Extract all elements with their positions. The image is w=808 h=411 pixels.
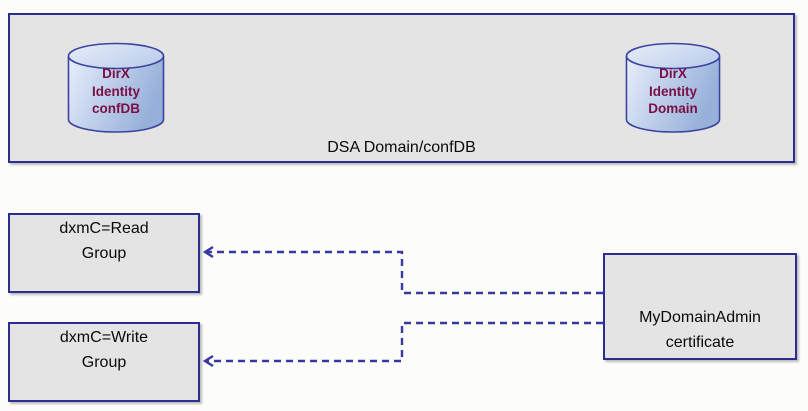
confdb-database-cylinder: DirX Identity confDB <box>67 42 165 134</box>
domain-database-cylinder: DirX Identity Domain <box>625 42 721 134</box>
confdb-cylinder-label: DirX Identity confDB <box>67 65 165 118</box>
domain-label-line: Domain <box>648 101 698 116</box>
confdb-label-line: DirX <box>102 66 130 81</box>
read-group-label-line: dxmC=Read <box>59 220 149 237</box>
write-group-label-line: dxmC=Write <box>59 329 149 346</box>
read-group-box: dxmC=Read Group <box>8 213 200 293</box>
certificate-label-line: MyDomainAdmin <box>639 309 761 326</box>
connector-certificate-to-write-group <box>205 321 603 361</box>
write-group-label-line: Group <box>81 354 127 371</box>
domain-label-line: DirX <box>659 66 687 81</box>
dsa-domain-label: DSA Domain/confDB <box>327 139 476 156</box>
write-group-box: dxmC=Write Group <box>8 322 200 402</box>
database-cylinder-icon <box>67 42 165 133</box>
confdb-label-line: Identity <box>91 83 140 99</box>
confdb-label-line: confDB <box>92 101 140 116</box>
domain-cylinder-label: DirX Identity Domain <box>625 65 721 118</box>
read-group-label-line: Group <box>81 245 127 262</box>
certificate-label-line: certificate <box>665 334 735 351</box>
database-cylinder-icon <box>625 42 721 133</box>
certificate-box: MyDomainAdmin certificate <box>603 253 797 360</box>
connector-certificate-to-read-group <box>205 252 603 295</box>
domain-label-line: Identity <box>648 83 697 99</box>
